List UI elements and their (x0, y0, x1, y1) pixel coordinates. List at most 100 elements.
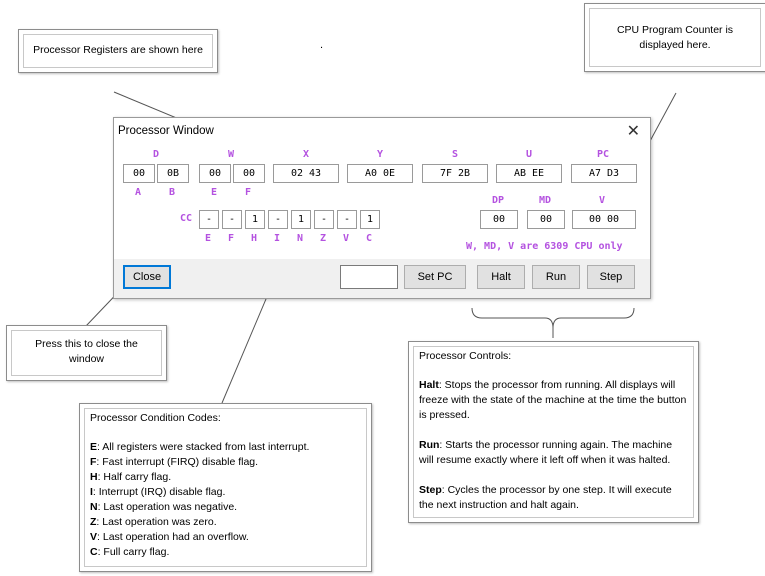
register-md-value: 00 (527, 210, 565, 229)
label-d: D (152, 149, 160, 160)
cc-desc-key: H (90, 471, 98, 483)
window-titlebar: Processor Window ✕ (114, 118, 650, 146)
cc-desc-item: H: Half carry flag. (90, 470, 365, 485)
cc-flag-n-value: 1 (291, 210, 311, 229)
pc-callout-text: CPU Program Counter is displayed here. (616, 24, 734, 51)
cc-desc-item: N: Last operation was negative. (90, 500, 365, 515)
condition-codes-list: E: All registers were stacked from last … (90, 440, 365, 560)
processor-controls-title: Processor Controls: (419, 350, 512, 362)
cc-flag-v-value: - (337, 210, 357, 229)
cc-desc-text: : Full carry flag. (97, 546, 170, 558)
close-callout-text: Press this to close the window (35, 338, 138, 365)
cc-desc-text: : Half carry flag. (97, 471, 172, 483)
cc-desc-key: I (90, 486, 93, 498)
register-panel: D W X Y S U PC 00 0B 00 00 02 43 A0 0E 7… (114, 146, 650, 259)
cc-desc-item: E: All registers were stacked from last … (90, 440, 365, 455)
register-pc-value: A7 D3 (571, 164, 637, 183)
cc-desc-item: F: Fast interrupt (FIRQ) disable flag. (90, 455, 365, 470)
window-title: Processor Window (118, 125, 214, 137)
register-dp-value: 00 (480, 210, 518, 229)
cc-desc-key: N (90, 501, 98, 513)
control-desc-item: Run: Starts the processor running again.… (419, 438, 688, 468)
label-e: E (210, 187, 218, 198)
register-a-value: 00 (123, 164, 155, 183)
controls-brace (471, 307, 635, 338)
control-desc-text: : Cycles the processor by one step. It w… (419, 484, 672, 511)
processor-controls-callout: Processor Controls: Halt: Stops the proc… (408, 341, 699, 523)
register-s-value: 7F 2B (422, 164, 488, 183)
cpu-6309-note: W, MD, V are 6309 CPU only (466, 241, 623, 252)
close-button[interactable]: Close (123, 265, 171, 289)
processor-controls-list: Halt: Stops the processor from running. … (419, 378, 688, 513)
label-pc: PC (596, 149, 610, 160)
cc-flag-e-value: - (199, 210, 219, 229)
registers-callout-text: Processor Registers are shown here (33, 44, 203, 56)
label-s: S (451, 149, 459, 160)
control-desc-key: Step (419, 484, 442, 496)
register-b-value: 0B (157, 164, 189, 183)
label-f: F (244, 187, 252, 198)
control-desc-item: Halt: Stops the processor from running. … (419, 378, 688, 423)
cc-flag-c-value: 1 (360, 210, 380, 229)
halt-button[interactable]: Halt (477, 265, 525, 289)
label-b: B (168, 187, 176, 198)
set-pc-button[interactable]: Set PC (404, 265, 466, 289)
cc-label-f: F (227, 233, 235, 244)
cc-desc-text: : All registers were stacked from last i… (97, 441, 310, 453)
condition-codes-callout: Processor Condition Codes: E: All regist… (79, 403, 372, 572)
control-desc-text: : Stops the processor from running. All … (419, 379, 687, 421)
cc-flag-h-value: 1 (245, 210, 265, 229)
label-a: A (134, 187, 142, 198)
control-desc-text: : Starts the processor running again. Th… (419, 439, 673, 466)
cc-label-e: E (204, 233, 212, 244)
label-w: W (227, 149, 235, 160)
register-x-value: 02 43 (273, 164, 339, 183)
cc-flag-i-value: - (268, 210, 288, 229)
control-desc-key: Halt (419, 379, 439, 391)
cc-label-i: I (273, 233, 281, 244)
cc-desc-key: E (90, 441, 98, 453)
registers-callout: Processor Registers are shown here (18, 29, 218, 73)
register-f-value: 00 (233, 164, 265, 183)
cc-desc-text: : Last operation had an overflow. (97, 531, 249, 543)
cc-flag-f-value: - (222, 210, 242, 229)
cc-desc-text: : Last operation was negative. (97, 501, 238, 513)
label-md: MD (538, 195, 552, 206)
label-v: V (598, 195, 606, 206)
control-desc-key: Run (419, 439, 440, 451)
condition-codes-title: Processor Condition Codes: (90, 412, 221, 424)
cc-flag-z-value: - (314, 210, 334, 229)
close-icon[interactable]: ✕ (626, 123, 640, 140)
cc-desc-text: : Interrupt (IRQ) disable flag. (92, 486, 226, 498)
processor-window: Processor Window ✕ D W X Y S U PC 00 0B … (113, 117, 651, 299)
register-e-value: 00 (199, 164, 231, 183)
cc-label-h: H (250, 233, 258, 244)
close-callout: Press this to close the window (6, 325, 167, 381)
control-desc-item: Step: Cycles the processor by one step. … (419, 483, 688, 513)
label-x: X (302, 149, 310, 160)
cc-desc-item: V: Last operation had an overflow. (90, 530, 365, 545)
run-button[interactable]: Run (532, 265, 580, 289)
cc-label-z: Z (319, 233, 327, 244)
label-dp: DP (491, 195, 505, 206)
cc-label-n: N (296, 233, 304, 244)
cc-desc-item: C: Full carry flag. (90, 545, 365, 560)
step-button[interactable]: Step (587, 265, 635, 289)
cc-desc-text: : Fast interrupt (FIRQ) disable flag. (96, 456, 259, 468)
cc-desc-text: : Last operation was zero. (96, 516, 217, 528)
register-v-value: 00 00 (572, 210, 636, 229)
cc-desc-key: V (90, 531, 98, 543)
cc-label-v: V (342, 233, 350, 244)
label-y: Y (376, 149, 384, 160)
register-u-value: AB EE (496, 164, 562, 183)
label-cc: CC (179, 213, 193, 224)
cc-desc-item: I: Interrupt (IRQ) disable flag. (90, 485, 365, 500)
cc-desc-key: Z (90, 516, 97, 528)
cc-desc-key: F (90, 456, 97, 468)
cc-label-c: C (365, 233, 373, 244)
pc-callout: CPU Program Counter is displayed here. (584, 3, 765, 72)
stray-dot: . (320, 39, 324, 51)
register-y-value: A0 0E (347, 164, 413, 183)
pc-input[interactable] (340, 265, 398, 289)
cc-desc-key: C (90, 546, 98, 558)
